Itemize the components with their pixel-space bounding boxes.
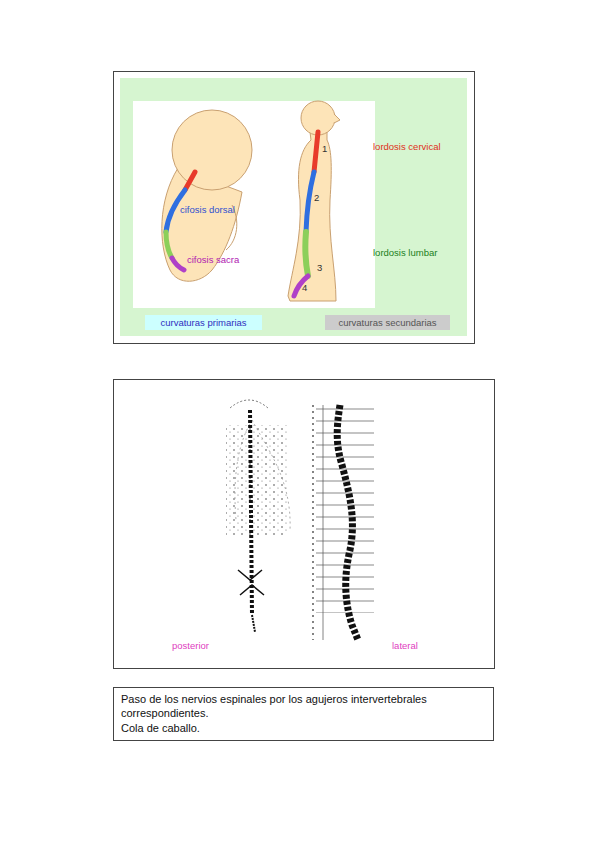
legend-band: curvaturas secundarias <box>325 315 450 330</box>
legend-band: curvaturas primarias <box>145 315 262 330</box>
lateral-spine <box>313 405 374 640</box>
posterior-spine <box>226 400 290 632</box>
figure-ground <box>133 101 375 308</box>
caption-text: Paso de los nervios espinales por los ag… <box>121 692 486 721</box>
view-label: posterior <box>172 640 209 652</box>
adult-figure <box>288 101 340 301</box>
curve-label: cifosis dorsal <box>180 204 235 216</box>
band-text: curvaturas secundarias <box>338 315 436 330</box>
panel-frame <box>114 72 475 344</box>
callout-number: 1 <box>322 143 327 155</box>
callout-number: 2 <box>314 192 319 204</box>
fetus-figure <box>162 110 252 281</box>
curve-label: lordosis cervical <box>373 141 441 153</box>
curve-label: lordosis lumbar <box>373 247 437 259</box>
caption-box: Paso de los nervios espinales por los ag… <box>113 687 494 741</box>
panel-ground <box>120 78 467 336</box>
callout-number: 3 <box>317 262 322 274</box>
view-label: lateral <box>392 640 418 652</box>
band-text: curvaturas primarias <box>160 315 246 330</box>
callout-number: 4 <box>302 282 307 294</box>
curve-label: cifosis sacra <box>187 254 239 266</box>
panel-frame <box>114 380 495 669</box>
caption-text: Cola de caballo. <box>121 721 486 735</box>
